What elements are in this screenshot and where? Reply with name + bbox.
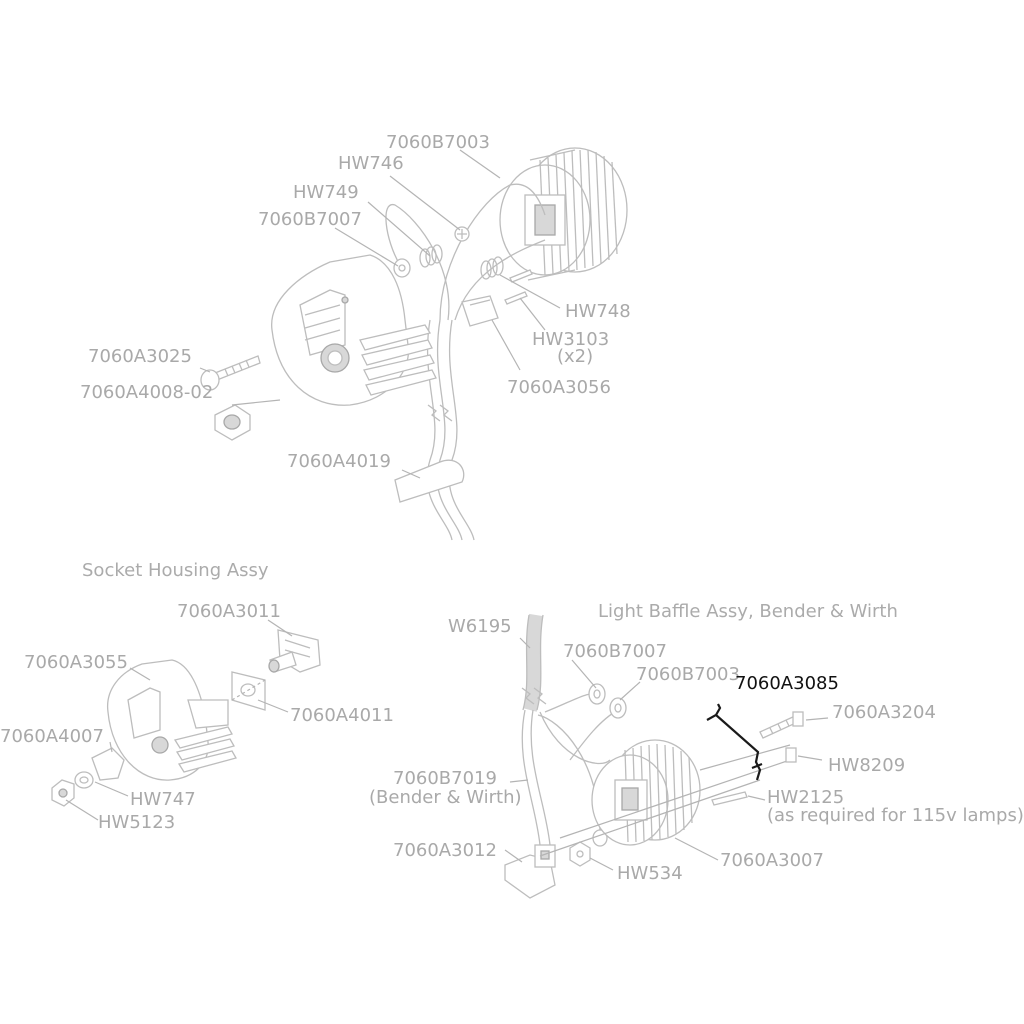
label-7060a3025: 7060A3025 [88,346,192,367]
label-7060b7019-note: (Bender & Wirth) [369,787,522,808]
housing-7060a3055 [107,659,237,781]
leader-lines-socket [65,619,293,821]
label-hw534: HW534 [617,863,683,884]
label-hw2125-note: (as required for 115v lamps) [767,805,1024,826]
spring-hw748 [480,256,504,280]
light-baffle-assy: Light Baffle Assy, Bender & Wirth [369,601,1024,899]
label-hw5123: HW5123 [98,812,175,833]
label-7060b7003-baffle: 7060B7003 [636,664,740,685]
connector-7060a3056 [461,295,499,327]
axis-lines [539,744,791,857]
label-hw749: HW749 [293,182,359,203]
socket-stud [268,651,297,673]
clip-7060a4007 [91,747,125,781]
label-w6195: W6195 [448,616,512,637]
label-7060a4019: 7060A4019 [287,451,391,472]
label-7060a3204: 7060A3204 [832,702,936,723]
label-hw3103: HW3103 [532,329,609,350]
wire-7060b7007 [385,204,450,321]
label-7060a3085: 7060A3085 [735,673,839,694]
lamp-drum [499,147,628,281]
socket-housing-assy: Socket Housing Assy [0,560,394,833]
label-hw2125: HW2125 [767,787,844,808]
label-hw748: HW748 [565,301,631,322]
top-assembly: 7060B7003 HW746 HW749 7060B7007 HW748 HW… [80,132,631,541]
screw-7060a3025 [200,355,261,391]
label-7060a3012: 7060A3012 [393,840,497,861]
highlighted-part-7060a3085[interactable] [706,703,763,781]
nut-hw5123 [51,779,75,807]
title-light-baffle: Light Baffle Assy, Bender & Wirth [598,601,898,622]
leader-lines-baffle [504,637,829,871]
label-7060a3056: 7060A3056 [507,377,611,398]
washer-hw747 [74,771,94,789]
title-socket-housing: Socket Housing Assy [82,560,269,581]
label-hw746: HW746 [338,153,404,174]
harness-7060b7019 [521,709,541,846]
screw-hw2125 [711,791,748,806]
clamp-7060a4019 [394,459,465,503]
label-hw747: HW747 [130,789,196,810]
label-7060a3011: 7060A3011 [177,601,281,622]
knob-7060a4008 [214,404,251,441]
label-hw3103-qty: (x2) [557,346,593,367]
leader-lines-top [199,149,561,479]
cable [436,319,463,541]
plate-7060a4011 [231,671,266,711]
nut-hw534 [569,841,591,867]
part-hw8209 [785,747,797,763]
bolt-7060a3204 [759,711,804,739]
cable-w6195 [521,613,547,712]
label-7060b7003-top: 7060B7003 [386,132,490,153]
label-7060a4011: 7060A4011 [290,705,394,726]
label-7060a3055: 7060A3055 [24,652,128,673]
label-7060b7007-baffle: 7060B7007 [563,641,667,662]
label-7060a4008: 7060A4008-02 [80,382,213,403]
label-7060b7007-top: 7060B7007 [258,209,362,230]
ring-terminal-2 [609,697,627,719]
baffle-7060a3007 [591,739,701,846]
wire-7060b7003 [569,709,619,761]
wire-7060b7003 [439,183,546,321]
spring-hw749 [393,258,411,278]
spring-left [419,244,443,268]
label-7060b7019: 7060B7019 [393,768,497,789]
ring-terminal-1 [588,683,606,705]
label-7060a3007: 7060A3007 [720,850,824,871]
label-hw8209: HW8209 [828,755,905,776]
socket-housing-body [271,254,437,406]
washer-hw746 [454,226,470,242]
connector-7060a3012 [504,844,556,899]
label-7060a4007: 7060A4007 [0,726,104,747]
screws-hw3103 [504,269,533,305]
